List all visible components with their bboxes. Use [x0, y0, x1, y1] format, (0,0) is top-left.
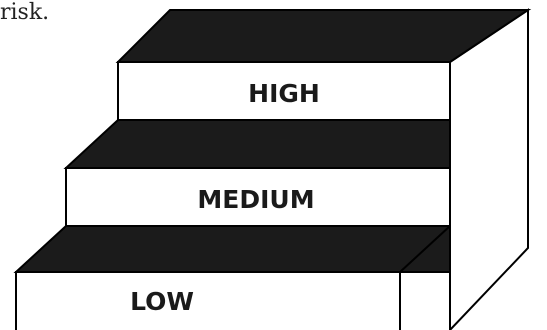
staircase-side-face	[450, 10, 528, 330]
medium-step-label: MEDIUM	[197, 185, 314, 214]
high-step-label: HIGH	[248, 79, 320, 108]
low-step-top-face	[16, 226, 450, 272]
medium-step-top-face	[66, 120, 450, 168]
low-step-front-face	[16, 272, 400, 330]
low-step-label: LOW	[130, 287, 194, 316]
